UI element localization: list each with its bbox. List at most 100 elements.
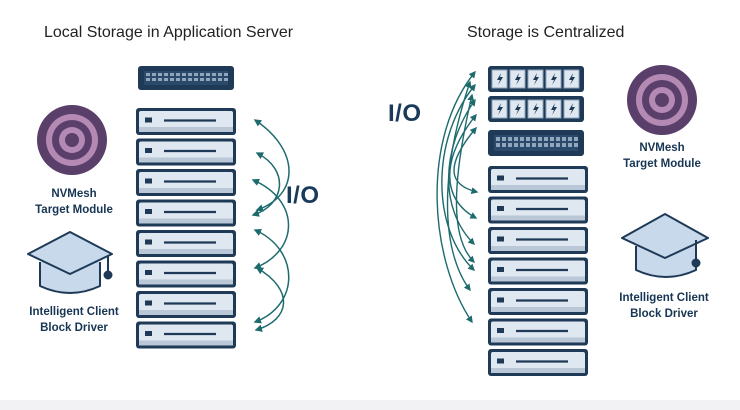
right-client-driver-caption: Intelligent Client Block Driver — [604, 290, 724, 322]
right-server-stack — [488, 166, 588, 376]
switch-port — [502, 137, 506, 141]
left-client-driver-line1: Intelligent Client — [29, 306, 119, 318]
right-io-arrows — [436, 70, 479, 324]
switch-port — [562, 137, 566, 141]
right-server-unit — [488, 227, 588, 254]
switch-port — [158, 73, 162, 76]
switch-port — [568, 143, 572, 147]
right-server-unit — [488, 288, 588, 315]
switch-port — [206, 73, 210, 76]
switch-port — [170, 73, 174, 76]
left-server-unit — [136, 138, 236, 166]
switch-port — [538, 137, 542, 141]
left-network-switch — [138, 66, 234, 90]
right-panel-title: Storage is Centralized — [467, 24, 625, 41]
left-server-stack — [136, 108, 236, 349]
right-target-module-icon — [627, 65, 697, 135]
left-server-unit — [136, 169, 236, 196]
switch-port — [158, 78, 162, 81]
left-target-module-caption: NVMesh Target Module — [24, 186, 124, 218]
left-panel-title: Local Storage in Application Server — [44, 24, 294, 41]
switch-port — [556, 143, 560, 147]
switch-port — [550, 137, 554, 141]
switch-port — [556, 137, 560, 141]
left-client-driver-icon — [27, 231, 113, 294]
switch-port — [544, 143, 548, 147]
left-server-unit — [136, 260, 236, 288]
switch-port — [212, 73, 216, 76]
switch-port — [544, 137, 548, 141]
left-client-driver-line2: Block Driver — [40, 322, 108, 334]
left-target-module-line2: Target Module — [35, 204, 113, 216]
right-target-module-line2: Target Module — [623, 158, 701, 170]
switch-port — [496, 143, 500, 147]
switch-port — [520, 137, 524, 141]
switch-port — [532, 143, 536, 147]
switch-port — [224, 78, 228, 81]
switch-port — [508, 143, 512, 147]
switch-port — [164, 78, 168, 81]
lightning-icon — [551, 73, 557, 85]
lightning-icon — [515, 103, 521, 115]
right-client-driver-icon — [621, 213, 709, 278]
right-server-unit — [488, 349, 588, 376]
lightning-icon — [551, 103, 557, 115]
lightning-icon — [533, 103, 539, 115]
switch-port — [188, 73, 192, 76]
switch-port — [574, 137, 578, 141]
left-server-unit — [136, 291, 236, 318]
lightning-icon — [533, 73, 539, 85]
switch-port — [146, 73, 150, 76]
switch-port — [526, 137, 530, 141]
left-client-driver-caption: Intelligent Client Block Driver — [14, 304, 134, 336]
lightning-icon — [569, 103, 575, 115]
switch-port — [538, 143, 542, 147]
switch-port — [206, 78, 210, 81]
switch-port — [188, 78, 192, 81]
switch-port — [502, 143, 506, 147]
bottom-band — [0, 400, 740, 410]
left-target-module-line1: NVMesh — [51, 188, 97, 200]
lightning-icon — [497, 73, 503, 85]
switch-port — [562, 143, 566, 147]
switch-port — [550, 143, 554, 147]
switch-port — [152, 73, 156, 76]
switch-port — [520, 143, 524, 147]
left-io-arrows — [251, 119, 290, 332]
right-server-unit — [488, 166, 588, 193]
switch-port — [170, 78, 174, 81]
switch-port — [224, 73, 228, 76]
switch-port — [514, 143, 518, 147]
left-target-module-icon — [37, 105, 107, 175]
switch-port — [146, 78, 150, 81]
switch-port — [200, 78, 204, 81]
left-server-unit — [136, 108, 236, 135]
right-target-module-line1: NVMesh — [639, 142, 685, 154]
switch-port — [176, 78, 180, 81]
left-io-label: I/O — [286, 182, 320, 209]
lightning-icon — [569, 73, 575, 85]
switch-port — [182, 78, 186, 81]
right-server-unit — [488, 196, 588, 224]
left-server-unit — [136, 230, 236, 257]
right-io-label: I/O — [388, 100, 422, 127]
right-client-driver-line1: Intelligent Client — [619, 292, 709, 304]
lightning-icon — [497, 103, 503, 115]
right-flash-enclosure-2 — [488, 96, 584, 122]
lightning-icon — [515, 73, 521, 85]
right-client-driver-line2: Block Driver — [630, 308, 698, 320]
switch-port — [182, 73, 186, 76]
switch-port — [200, 73, 204, 76]
switch-port — [496, 137, 500, 141]
switch-port — [526, 143, 530, 147]
switch-port — [152, 78, 156, 81]
right-server-unit — [488, 318, 588, 346]
switch-port — [212, 78, 216, 81]
left-server-unit — [136, 321, 236, 349]
right-network-switch — [488, 130, 584, 156]
left-server-unit — [136, 199, 236, 227]
switch-port — [568, 137, 572, 141]
switch-port — [176, 73, 180, 76]
switch-port — [574, 143, 578, 147]
